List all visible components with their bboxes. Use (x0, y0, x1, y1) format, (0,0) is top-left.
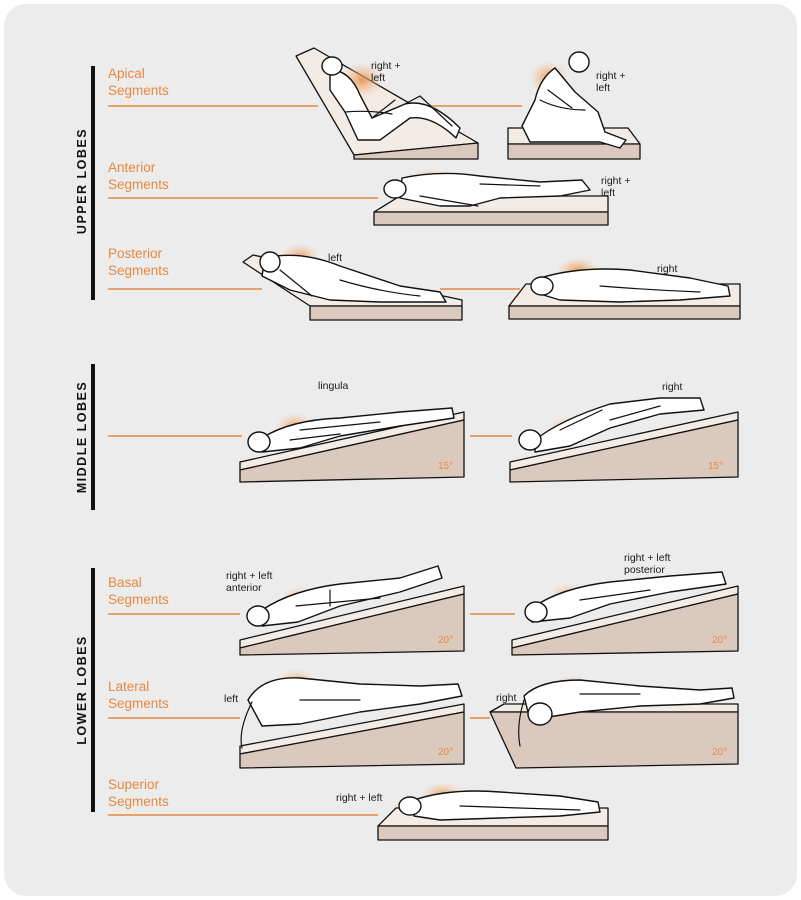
lower-lobes-title: LOWER LOBES (75, 635, 89, 745)
svg-text:Segments: Segments (108, 696, 169, 711)
posterior-right-note: right (657, 263, 678, 275)
posterior-segments-label: Posterior Segments (108, 246, 520, 290)
lateral-right-note: right (496, 692, 517, 704)
postural-drainage-diagram: UPPER LOBES MIDDLE LOBES LOWER LOBES Api… (75, 47, 741, 841)
lingula-note: lingula (318, 380, 349, 392)
basal-anterior-figure (239, 565, 465, 656)
basal-anterior-angle: 20° (438, 635, 453, 646)
svg-text:Apical: Apical (108, 66, 145, 81)
lateral-left-note: left (224, 693, 238, 705)
superior-segments-label: Superior Segments (108, 777, 378, 816)
anterior-supine-figure (373, 168, 609, 226)
apical-reclined-figure (295, 47, 479, 160)
lateral-left-angle: 20° (438, 747, 453, 758)
basal-posterior-figure (511, 571, 739, 656)
svg-text:right + left: right + left (226, 570, 272, 582)
basal-posterior-angle: 20° (712, 635, 727, 646)
anterior-segments-label: Anterior Segments (108, 160, 378, 199)
svg-text:posterior: posterior (624, 564, 665, 576)
posterior-inclined-figure (242, 243, 463, 321)
svg-text:left: left (601, 187, 615, 199)
basal-segments-label: Basal Segments (108, 575, 515, 615)
svg-text:Anterior: Anterior (108, 160, 156, 175)
svg-text:Segments: Segments (108, 83, 169, 98)
svg-text:right +: right + (371, 60, 400, 72)
apical-forward-note: right + left (596, 70, 625, 94)
svg-text:left: left (371, 72, 385, 84)
posterior-left-note: left (328, 252, 342, 264)
apical-forward-figure (507, 51, 641, 160)
svg-text:Segments: Segments (108, 263, 169, 278)
svg-text:Lateral: Lateral (108, 679, 149, 694)
lateral-right-figure (489, 675, 739, 769)
apical-segments-label: Apical Segments (108, 66, 522, 107)
basal-anterior-note: right + left anterior (226, 570, 272, 594)
svg-text:anterior: anterior (226, 582, 262, 594)
svg-text:Segments: Segments (108, 177, 169, 192)
svg-text:Basal: Basal (108, 575, 142, 590)
svg-text:Segments: Segments (108, 592, 169, 607)
svg-text:right +: right + (601, 175, 630, 187)
basal-posterior-note: right + left posterior (624, 552, 670, 576)
svg-text:right + left: right + left (624, 552, 670, 564)
lateral-right-angle: 20° (712, 747, 727, 758)
apical-reclined-note: right + left (371, 60, 400, 84)
superior-note: right + left (336, 792, 382, 804)
posterior-prone-figure (508, 257, 741, 320)
svg-text:Posterior: Posterior (108, 246, 163, 261)
middle-right-figure (509, 397, 739, 483)
svg-text:left: left (596, 82, 610, 94)
superior-prone-figure (377, 782, 609, 841)
lateral-segments-label: Lateral Segments (108, 679, 490, 719)
middle-right-angle: 15° (708, 461, 723, 472)
lateral-left-figure (239, 669, 465, 769)
chart-card: UPPER LOBES MIDDLE LOBES LOWER LOBES Api… (4, 4, 797, 896)
upper-lobes-title: UPPER LOBES (75, 128, 89, 234)
svg-text:Superior: Superior (108, 777, 160, 792)
middle-lobes-title: MIDDLE LOBES (75, 381, 89, 493)
middle-lingula-figure (239, 407, 465, 483)
svg-text:Segments: Segments (108, 794, 169, 809)
svg-text:right +: right + (596, 70, 625, 82)
lingula-angle: 15° (438, 461, 453, 472)
middle-right-note: right (662, 381, 683, 393)
anterior-note: right + left (601, 175, 630, 199)
